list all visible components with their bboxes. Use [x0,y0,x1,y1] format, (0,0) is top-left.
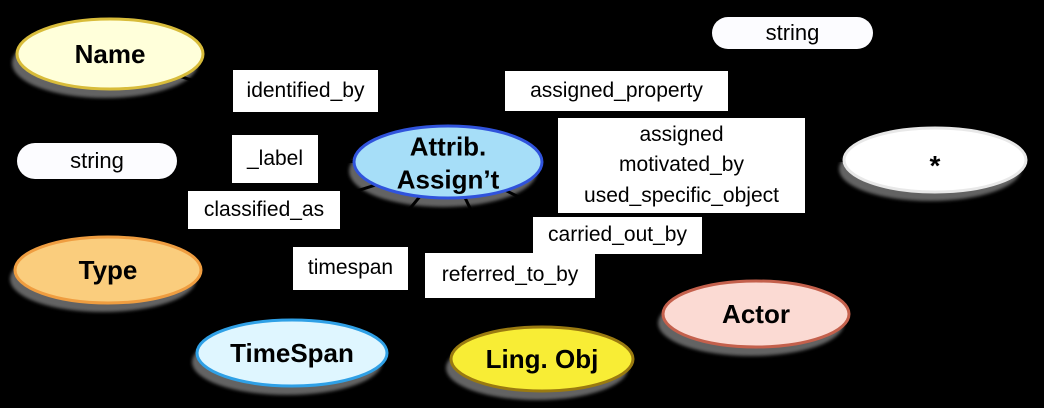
name-node[interactable] [15,17,205,91]
edge-label-assigned-property[interactable]: assigned_property [505,71,728,111]
nodes [13,17,1028,393]
linguistic-object-node[interactable] [449,325,635,393]
edge-label-referred-to-by[interactable]: referred_to_by [425,253,595,298]
timespan-node[interactable] [195,318,389,388]
edge-label-classified-as[interactable]: classified_as [188,191,340,229]
edge-label-identified-by[interactable]: identified_by [233,70,378,112]
edge-label-label[interactable]: _label [232,135,318,183]
string-literal-top[interactable]: string [712,17,873,49]
actor-node[interactable] [661,279,851,349]
type-node[interactable] [13,235,203,305]
attrib-assignment-node[interactable] [352,124,544,200]
edge-label-timespan[interactable]: timespan [293,247,408,290]
string-literal-left[interactable]: string [17,143,177,179]
edge-label-assigned-group[interactable]: assigned motivated_by used_specific_obje… [558,118,805,213]
edge-label-carried-out-by[interactable]: carried_out_by [533,217,702,254]
star-node[interactable] [842,126,1028,194]
